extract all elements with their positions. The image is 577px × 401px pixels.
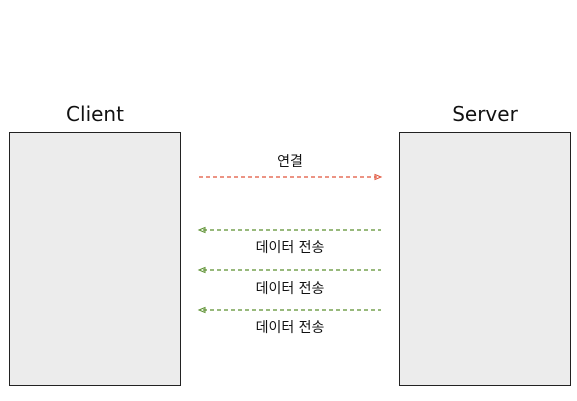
arrow-connect xyxy=(199,173,383,181)
message-label-data-1: 데이터 전송 xyxy=(255,240,325,256)
message-label-connect: 연결 xyxy=(277,154,303,170)
server-box xyxy=(399,132,571,386)
arrow-data-2 xyxy=(197,266,381,274)
arrow-data-1 xyxy=(197,226,381,234)
message-label-data-3: 데이터 전송 xyxy=(255,320,325,336)
client-box xyxy=(9,132,181,386)
client-title: Client xyxy=(66,102,124,126)
message-label-data-2: 데이터 전송 xyxy=(255,281,325,297)
server-title: Server xyxy=(452,102,518,126)
arrow-data-3 xyxy=(197,306,381,314)
